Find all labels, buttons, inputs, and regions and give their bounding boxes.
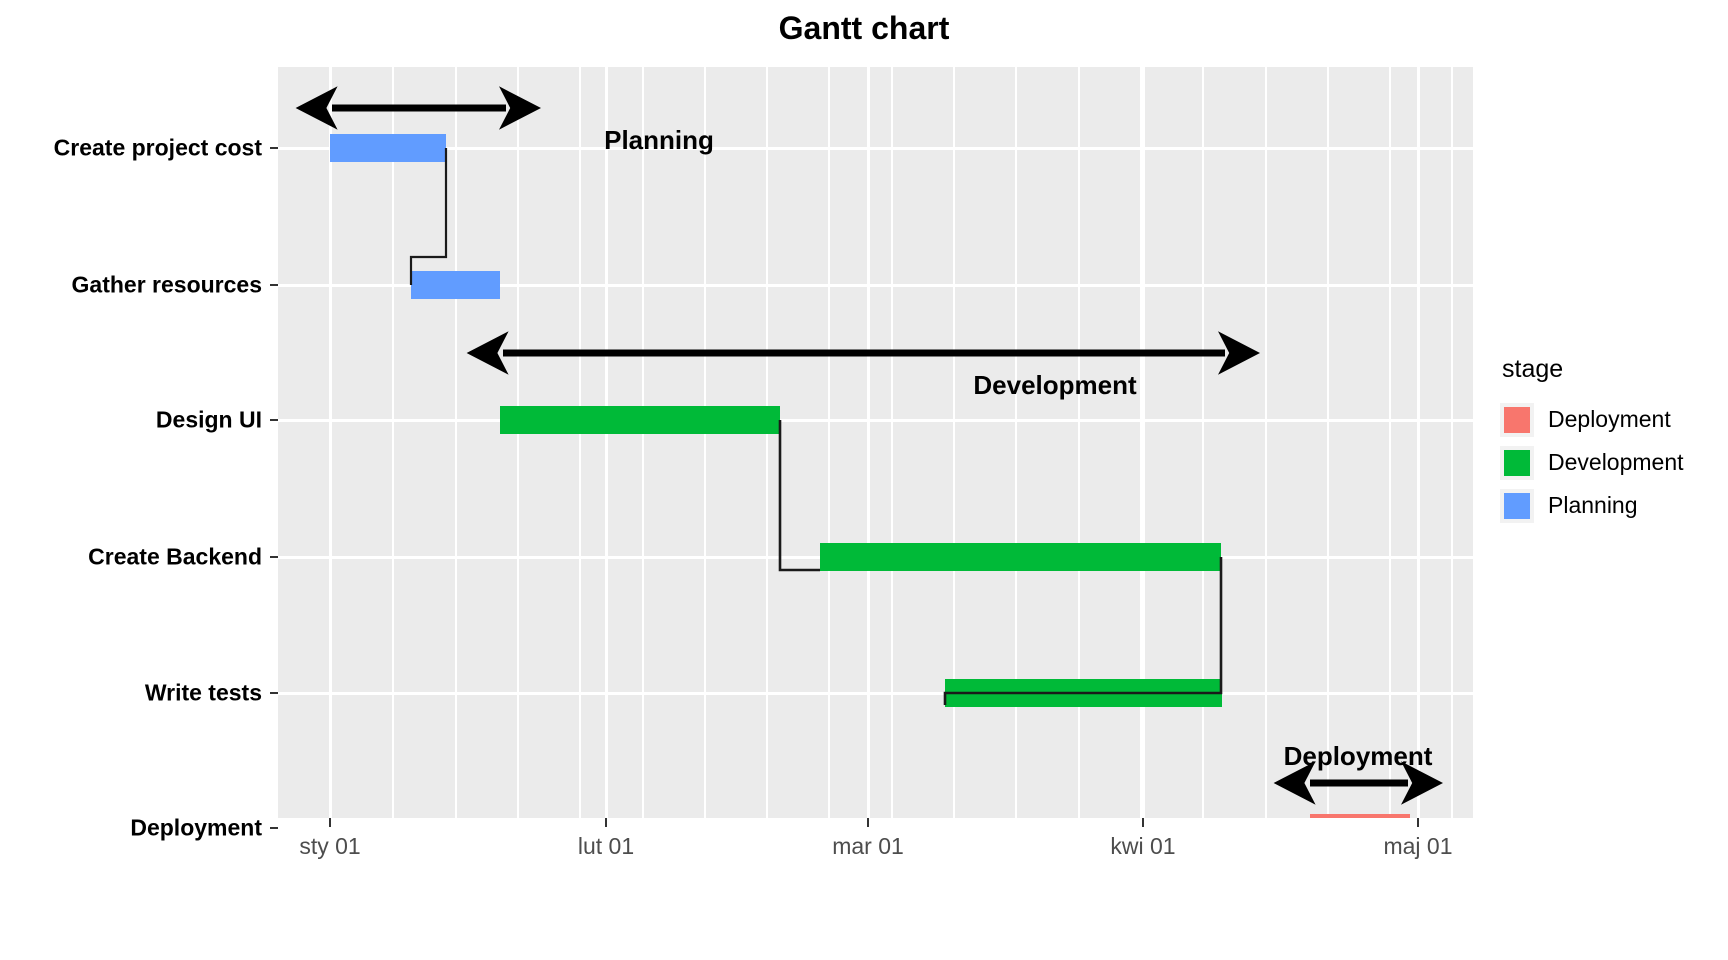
y-tick-mark xyxy=(270,284,278,286)
gridline-minor xyxy=(1451,67,1454,818)
x-tick-label: maj 01 xyxy=(1383,833,1453,859)
annotation-label-planning: Planning xyxy=(604,125,714,155)
y-tick-label: Create Backend xyxy=(88,543,262,570)
gridline-minor xyxy=(953,67,956,818)
gridline-major-horizontal xyxy=(278,284,1473,287)
x-tick-label: sty 01 xyxy=(299,833,361,859)
y-tick-label: Write tests xyxy=(144,679,262,706)
gridline-major xyxy=(1142,67,1145,818)
gridline-major-horizontal xyxy=(278,692,1473,695)
legend-key xyxy=(1500,488,1534,523)
annotation-label-development: Development xyxy=(973,370,1137,400)
gridline-major-horizontal xyxy=(278,419,1473,422)
gridline-major-horizontal xyxy=(278,147,1473,150)
y-tick-label: Create project cost xyxy=(53,134,262,161)
gridline-major xyxy=(605,67,608,818)
gridline-minor xyxy=(1077,67,1080,818)
task-bar[interactable] xyxy=(411,271,500,299)
chart-title: Gantt chart xyxy=(778,10,950,46)
gridline-major xyxy=(867,67,870,818)
y-tick-label: Gather resources xyxy=(71,271,262,298)
legend-title: stage xyxy=(1502,355,1564,383)
gridline-minor xyxy=(454,67,457,818)
legend-item-planning[interactable]: Planning xyxy=(1500,484,1728,527)
task-bar[interactable] xyxy=(1310,814,1410,818)
gridline-minor xyxy=(579,67,582,818)
x-tick-mark xyxy=(329,818,331,827)
gridline-major xyxy=(329,67,332,818)
gridline-minor xyxy=(516,67,519,818)
gridline-minor xyxy=(1389,67,1392,818)
y-tick-label: Design UI xyxy=(155,406,262,433)
gridline-minor xyxy=(1139,67,1142,818)
gridline-minor xyxy=(766,67,769,818)
y-tick-mark xyxy=(270,692,278,694)
gridline-minor xyxy=(392,67,395,818)
y-tick-mark xyxy=(270,827,278,829)
dependency-links xyxy=(409,148,1223,705)
x-tick-mark xyxy=(605,818,607,827)
gridline-minor xyxy=(1326,67,1329,818)
x-tick-mark xyxy=(867,818,869,827)
gridline-minor xyxy=(828,67,831,818)
gridline-minor xyxy=(1264,67,1267,818)
task-bar[interactable] xyxy=(330,134,446,162)
plot-panel: Planning Development Deployment xyxy=(278,67,1473,818)
gridline-minor xyxy=(641,67,644,818)
task-bar[interactable] xyxy=(500,406,780,434)
gridline-major xyxy=(1417,67,1420,818)
legend-item-development[interactable]: Development xyxy=(1500,441,1728,484)
dependency-link xyxy=(778,420,820,572)
legend-color-swatch xyxy=(1504,492,1530,519)
legend-item-label: Planning xyxy=(1548,492,1638,518)
y-tick-label: Deployment xyxy=(130,814,262,841)
gridline-minor xyxy=(890,67,893,818)
legend-key xyxy=(1500,402,1534,437)
legend-key xyxy=(1500,445,1534,480)
task-bar[interactable] xyxy=(820,543,1221,571)
dependency-link xyxy=(409,148,448,285)
legend-color-swatch xyxy=(1504,406,1530,433)
x-tick-label: kwi 01 xyxy=(1110,833,1176,859)
legend-item-deployment[interactable]: Deployment xyxy=(1500,398,1728,441)
legend-item-label: Development xyxy=(1548,449,1684,475)
x-tick-label: lut 01 xyxy=(577,833,635,859)
y-tick-mark xyxy=(270,419,278,421)
annotation-label-deployment: Deployment xyxy=(1283,741,1433,771)
x-tick-mark xyxy=(1142,818,1144,827)
stage-annotations xyxy=(295,86,1444,805)
gridline-minor xyxy=(1015,67,1018,818)
y-tick-mark xyxy=(270,147,278,149)
legend-item-label: Deployment xyxy=(1548,406,1671,432)
y-tick-mark xyxy=(270,556,278,558)
legend-color-swatch xyxy=(1504,449,1530,476)
gridline-minor xyxy=(1202,67,1205,818)
x-tick-label: mar 01 xyxy=(832,833,904,859)
x-tick-mark xyxy=(1417,818,1419,827)
gridline-minor xyxy=(703,67,706,818)
task-bar[interactable] xyxy=(945,679,1222,707)
